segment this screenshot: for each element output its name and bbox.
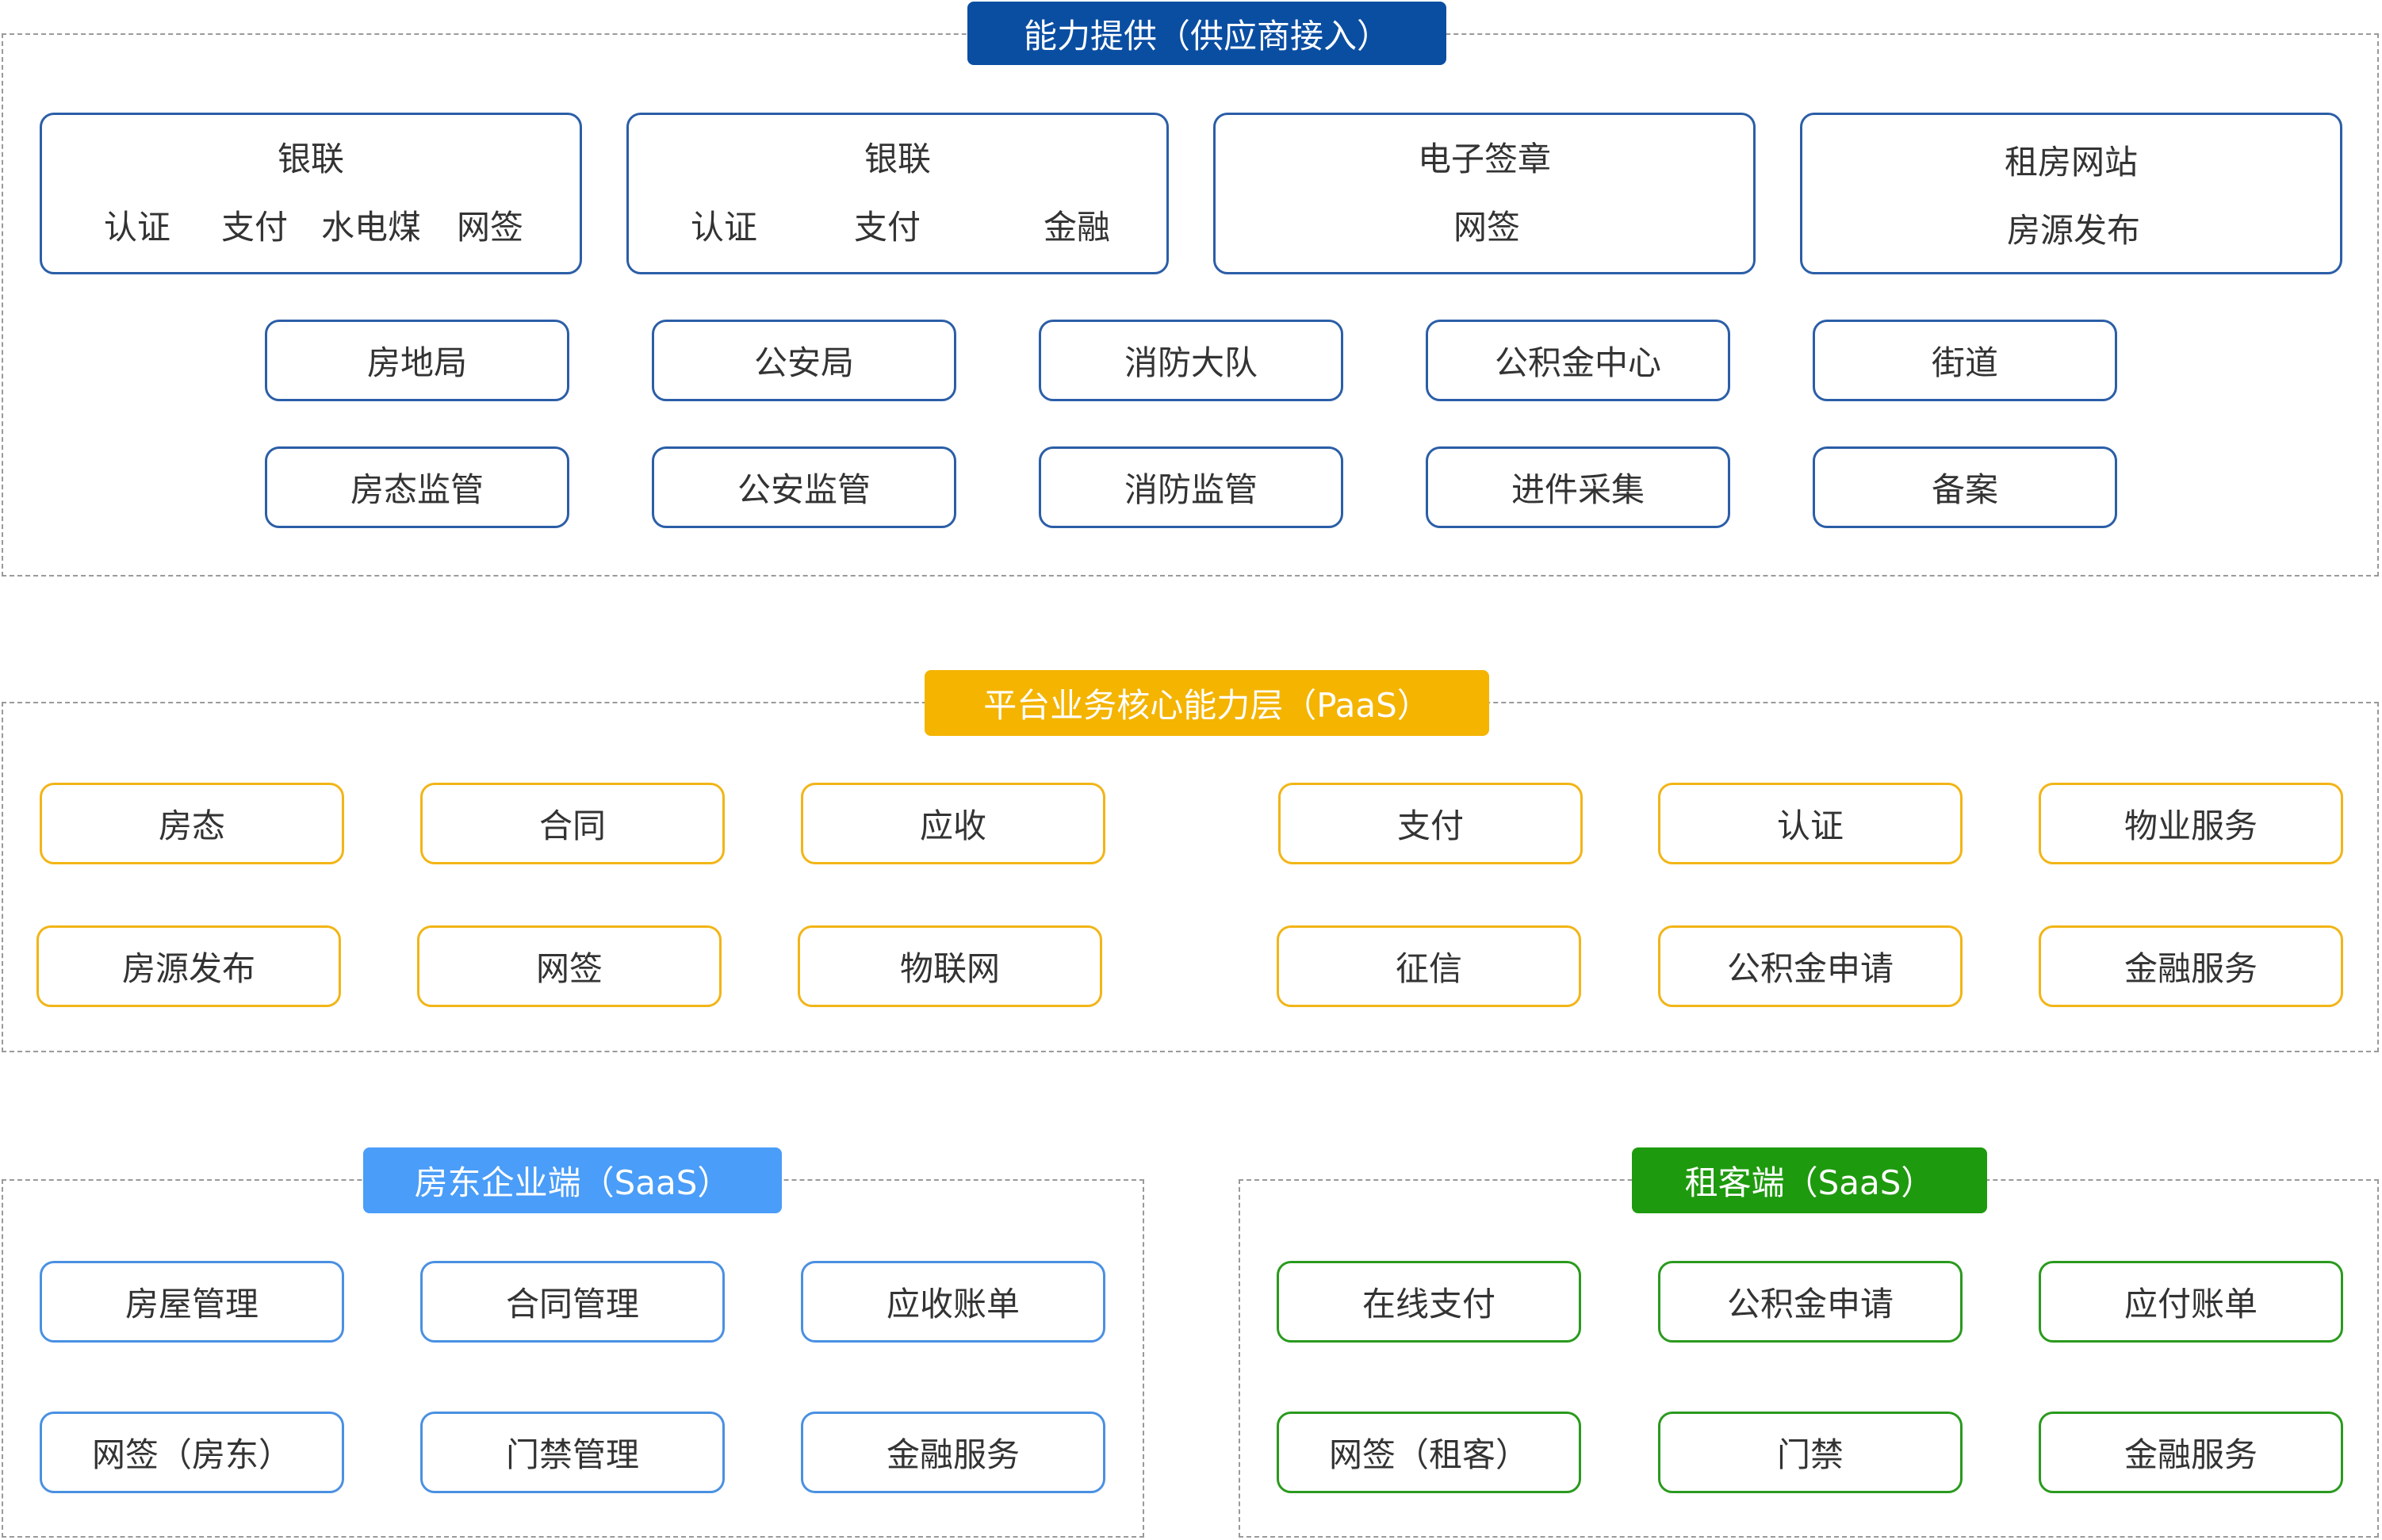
tenant-title: 租客端（SaaS） — [1632, 1147, 1987, 1213]
partner-unionpay-2[interactable]: 银联 认证 支付 金融 — [626, 113, 1169, 274]
paas-title: 平台业务核心能力层（PaaS） — [925, 670, 1489, 736]
paas-row1-item[interactable]: 应收 — [801, 783, 1105, 864]
partner-name: 租房网站 — [2004, 143, 2138, 182]
tenant-row1-item[interactable]: 应付账单 — [2039, 1261, 2343, 1343]
landlord-row2-item[interactable]: 网签（房东） — [40, 1412, 344, 1493]
landlord-row2-item[interactable]: 金融服务 — [801, 1412, 1105, 1493]
provider-row1-item[interactable]: 消防大队 — [1039, 320, 1343, 401]
paas-row2-item[interactable]: 公积金申请 — [1658, 925, 1963, 1007]
provider-row2-item[interactable]: 备案 — [1813, 446, 2117, 528]
partner-item: 金融 — [1043, 208, 1111, 247]
paas-section — [2, 702, 2379, 1052]
provider-title: 能力提供（供应商接入） — [967, 2, 1446, 65]
paas-row2-item[interactable]: 金融服务 — [2039, 925, 2343, 1007]
tenant-row2-item[interactable]: 门禁 — [1658, 1412, 1963, 1493]
partner-item: 网签 — [1453, 208, 1521, 247]
paas-row1-item[interactable]: 合同 — [420, 783, 725, 864]
landlord-row1-item[interactable]: 应收账单 — [801, 1261, 1105, 1343]
tenant-row2-item[interactable]: 网签（租客） — [1277, 1412, 1581, 1493]
landlord-title: 房东企业端（SaaS） — [363, 1147, 782, 1213]
provider-row2-item[interactable]: 消防监管 — [1039, 446, 1343, 528]
landlord-row2-item[interactable]: 门禁管理 — [420, 1412, 725, 1493]
provider-row1-item[interactable]: 公安局 — [652, 320, 956, 401]
partner-e-seal[interactable]: 电子签章 网签 — [1213, 113, 1756, 274]
landlord-row1-item[interactable]: 房屋管理 — [40, 1261, 344, 1343]
tenant-row1-item[interactable]: 公积金申请 — [1658, 1261, 1963, 1343]
provider-row2-item[interactable]: 进件采集 — [1426, 446, 1730, 528]
tenant-row1-item[interactable]: 在线支付 — [1277, 1261, 1581, 1343]
partner-item: 认证 — [103, 208, 171, 247]
provider-row2-item[interactable]: 公安监管 — [652, 446, 956, 528]
partner-unionpay-1[interactable]: 银联 认证 支付 水电煤 网签 — [40, 113, 582, 274]
partner-name: 银联 — [864, 140, 931, 178]
provider-row1-item[interactable]: 公积金中心 — [1426, 320, 1730, 401]
provider-row1-item[interactable]: 街道 — [1813, 320, 2117, 401]
paas-row2-item[interactable]: 网签 — [417, 925, 722, 1007]
paas-row2-item[interactable]: 物联网 — [798, 925, 1102, 1007]
paas-row1-item[interactable]: 支付 — [1278, 783, 1583, 864]
partner-rental-site[interactable]: 租房网站 房源发布 — [1800, 113, 2342, 274]
paas-row2-item[interactable]: 房源发布 — [36, 925, 341, 1007]
provider-row2-item[interactable]: 房态监管 — [265, 446, 569, 528]
tenant-row2-item[interactable]: 金融服务 — [2039, 1412, 2343, 1493]
paas-row1-item[interactable]: 认证 — [1658, 783, 1963, 864]
provider-row1-item[interactable]: 房地局 — [265, 320, 569, 401]
partner-item: 房源发布 — [2006, 211, 2141, 250]
partner-item: 网签 — [456, 208, 524, 247]
partner-item: 支付 — [220, 208, 289, 247]
partner-name: 银联 — [277, 140, 344, 178]
partner-item: 支付 — [853, 208, 921, 247]
paas-row1-item[interactable]: 房态 — [40, 783, 344, 864]
partner-name: 电子签章 — [1417, 140, 1551, 178]
paas-row2-item[interactable]: 征信 — [1277, 925, 1581, 1007]
landlord-row1-item[interactable]: 合同管理 — [420, 1261, 725, 1343]
partner-item: 认证 — [690, 208, 758, 247]
partner-item: 水电煤 — [320, 208, 422, 247]
paas-row1-item[interactable]: 物业服务 — [2039, 783, 2343, 864]
